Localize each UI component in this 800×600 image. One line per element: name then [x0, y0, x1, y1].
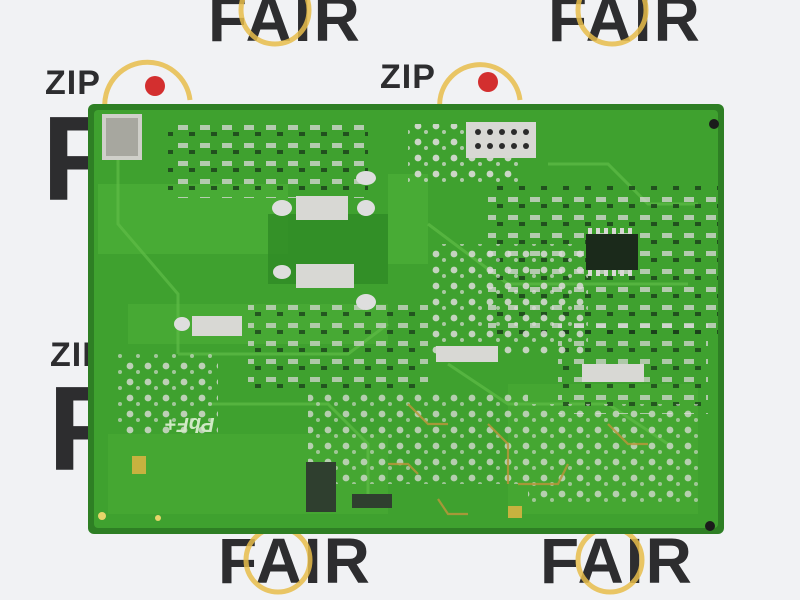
watermark-zip-center: ZIP — [380, 58, 436, 96]
watermark-fair-top-right: FAIR — [548, 0, 702, 55]
watermark-fair-top-left: FAIR — [208, 0, 362, 55]
pcb-silkscreen-marking: PbF+ — [165, 413, 215, 435]
watermark-zip-left: ZIP — [45, 64, 101, 102]
pcb-board — [88, 104, 724, 534]
watermark-fair-bottom-right: FAIR — [540, 525, 694, 597]
